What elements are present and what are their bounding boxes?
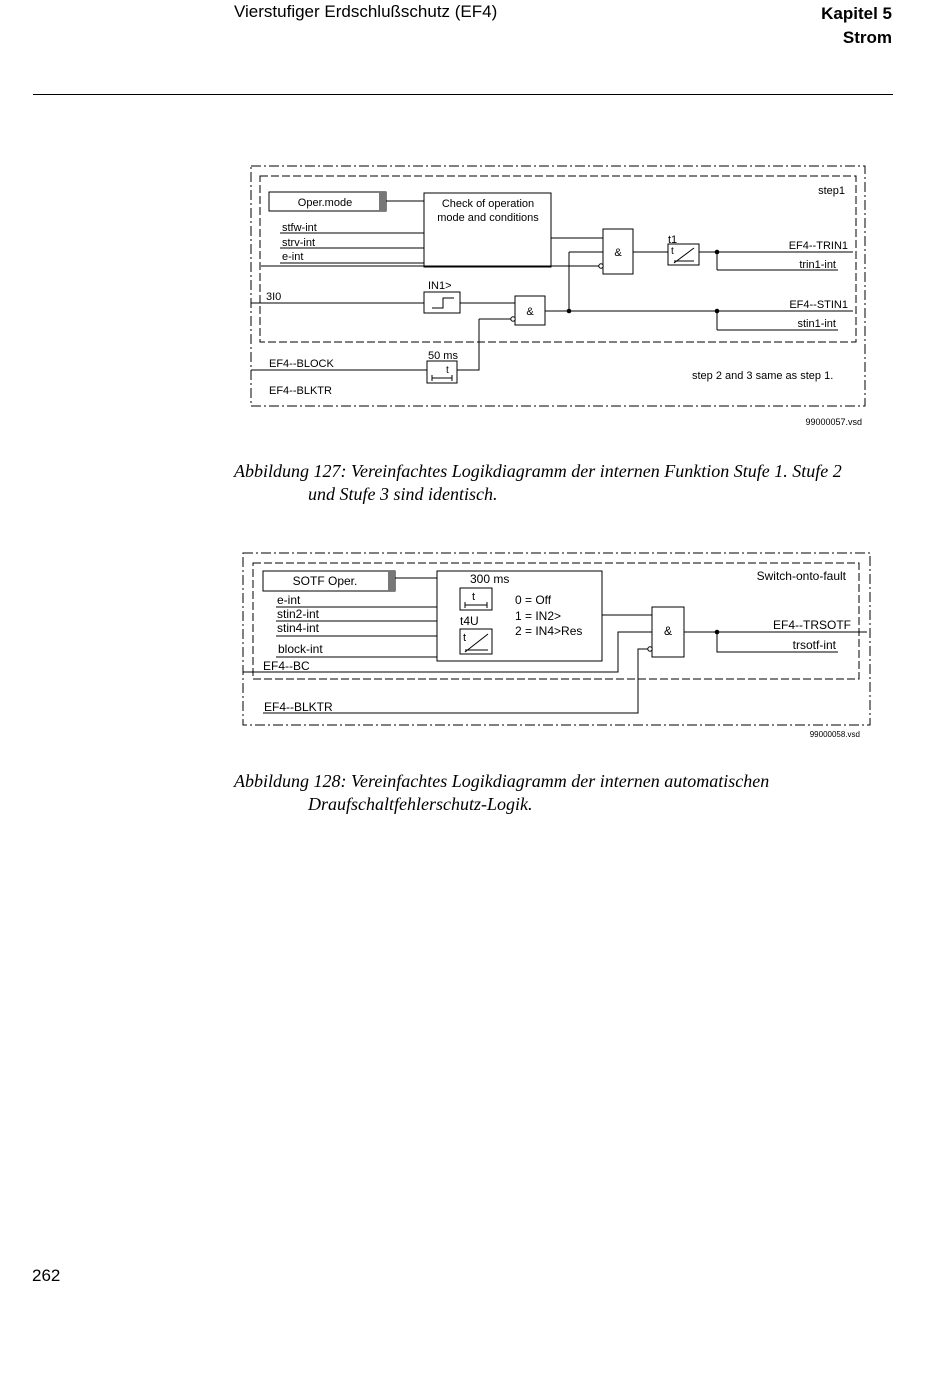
sotf-mode-block [436, 570, 603, 662]
and-gate-2-symbol: & [526, 306, 534, 318]
opermode-label: Oper.mode [298, 197, 352, 209]
sotf-input-stin4: stin4-int [277, 621, 320, 635]
t1-label: t1 [668, 234, 677, 246]
caption-127-line2: und Stufe 3 sind identisch. [308, 484, 498, 504]
outer-dashed-frame [250, 165, 866, 407]
output-stin1-int: stin1-int [797, 318, 836, 330]
output-trin1: EF4--TRIN1 [789, 240, 848, 252]
output-stin1: EF4--STIN1 [789, 299, 848, 311]
opermode-shade [379, 192, 386, 211]
running-header-chapter: Kapitel 5 Strom [821, 2, 892, 50]
in1-label: IN1> [428, 280, 452, 292]
sotf-input-bc: EF4--BC [263, 659, 310, 673]
sotf-input-eint: e-int [277, 593, 301, 607]
t1-timer [667, 243, 700, 266]
input-eint: e-int [282, 251, 303, 263]
input-stfw: stfw-int [282, 222, 317, 234]
sotf-300ms-t: t [472, 591, 475, 603]
and-gate-1-invert [598, 263, 604, 269]
sotf-t4u-timer [459, 628, 493, 655]
sotf-300ms-timer [459, 587, 493, 611]
caption-128-line2: Draufschaltfehlerschutz-Logik. [308, 794, 533, 814]
figure1-file-ref: 99000057.vsd [805, 417, 862, 427]
logic-diagram-step1: step1 Oper.mode Check of operation mode … [250, 165, 866, 427]
section-label: Strom [842, 28, 892, 47]
sotf-output-trsotf-int: trsotf-int [793, 638, 837, 652]
sotf-option-1: 1 = IN2> [515, 609, 561, 623]
input-blktr: EF4--BLKTR [269, 385, 332, 397]
step-dashed-frame [259, 175, 857, 343]
sotf-inner-frame [252, 562, 860, 680]
sotf-and-symbol: & [664, 624, 672, 638]
sotf-t4u-t: t [463, 632, 466, 644]
t1-timer-t: t [671, 246, 674, 257]
input-3i0: 3I0 [266, 291, 281, 303]
caption-128-line1: Abbildung 128: Vereinfachtes Logikdiagra… [234, 771, 770, 791]
input-strv: strv-int [282, 237, 315, 249]
same-as-note: step 2 and 3 same as step 1. [692, 370, 833, 382]
running-header-title: Vierstufiger Erdschlußschutz (EF4) [234, 2, 498, 21]
sotf-outer-frame [242, 552, 871, 726]
figure-127-caption: Abbildung 127: Vereinfachtes Logikdiagra… [234, 460, 894, 506]
sotf-input-blktr: EF4--BLKTR [264, 700, 333, 714]
sotf-input-block: block-int [278, 642, 323, 656]
sotf-option-2: 2 = IN4>Res [515, 624, 582, 638]
chapter-label: Kapitel 5 [821, 4, 892, 23]
sotf-t4u-label: t4U [460, 614, 479, 628]
and-gate-1-symbol: & [614, 247, 622, 259]
page-number: 262 [32, 1266, 61, 1285]
delay-50ms-timer [426, 360, 458, 384]
sotf-output-trsotf: EF4--TRSOTF [773, 618, 851, 632]
delay-50ms-label: 50 ms [428, 350, 458, 362]
check-label-1: Check of operation [442, 198, 534, 210]
input-block: EF4--BLOCK [269, 358, 334, 370]
sotf-title: Switch-onto-fault [757, 569, 847, 583]
output-trin1-int: trin1-int [799, 259, 836, 271]
logic-diagram-sotf: Switch-onto-fault SOTF Oper. e-int stin2… [242, 552, 871, 739]
delay-50ms-t: t [446, 365, 449, 376]
check-block [423, 192, 552, 268]
sotf-input-stin2: stin2-int [277, 607, 320, 621]
header-rule [33, 94, 893, 95]
check-label-2: mode and conditions [437, 212, 539, 224]
step-label: step1 [818, 185, 845, 197]
figure-128-caption: Abbildung 128: Vereinfachtes Logikdiagra… [234, 770, 894, 816]
sotf-oper-label: SOTF Oper. [293, 574, 358, 588]
sotf-option-0: 0 = Off [515, 593, 552, 607]
caption-127-line1: Abbildung 127: Vereinfachtes Logikdiagra… [234, 461, 842, 481]
figure2-file-ref: 99000058.vsd [810, 730, 860, 739]
sotf-300ms-label: 300 ms [470, 572, 509, 586]
